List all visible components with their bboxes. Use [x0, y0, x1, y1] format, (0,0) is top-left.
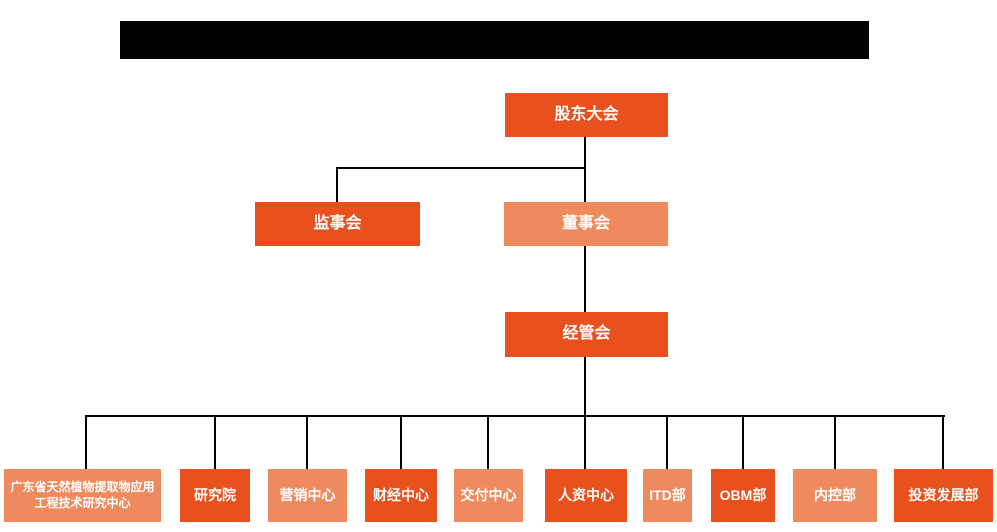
org-node-dept-finance-center: 财经中心 [365, 469, 437, 522]
org-node-label: 广东省天然植物提取物应用工程技术研究中心 [10, 479, 155, 510]
org-node-dept-investment-development: 投资发展部 [894, 469, 993, 522]
connector-drop-hr-center [584, 415, 586, 469]
org-node-management-committee: 经管会 [505, 312, 668, 357]
org-node-supervisory-board: 监事会 [255, 202, 420, 246]
connector-drop-itd-dept [666, 415, 668, 469]
connector-drop-investment-dept [942, 415, 944, 469]
org-node-dept-research-center: 广东省天然植物提取物应用工程技术研究中心 [4, 469, 161, 522]
connector-drop-obm-dept [742, 415, 744, 469]
connector-department-bus [85, 415, 945, 417]
org-node-dept-marketing-center: 营销中心 [268, 469, 347, 522]
org-node-label: 投资发展部 [908, 487, 979, 504]
org-node-label: 监事会 [313, 214, 362, 232]
connector-drop-research-institute [214, 415, 216, 469]
org-node-board-of-directors: 董事会 [504, 202, 668, 246]
org-node-dept-delivery-center: 交付中心 [454, 469, 523, 522]
org-node-dept-obm: OBM部 [711, 469, 775, 522]
connector-drop-finance-center [400, 415, 402, 469]
org-node-label: 交付中心 [460, 487, 517, 504]
connector-board-to-management [584, 246, 586, 312]
connector-drop-marketing-center [306, 415, 308, 469]
org-node-dept-research-institute: 研究院 [180, 469, 250, 522]
connector-branch-horizontal [336, 167, 586, 169]
connector-shareholders-down [584, 137, 586, 202]
org-node-dept-hr-center: 人资中心 [545, 469, 627, 522]
connector-drop-delivery-center [487, 415, 489, 469]
org-node-label: 董事会 [561, 214, 610, 232]
org-node-label: 人资中心 [558, 487, 614, 504]
connector-drop-internal-control-dept [834, 415, 836, 469]
org-node-dept-itd: ITD部 [643, 469, 692, 522]
connector-management-to-bus [584, 357, 586, 417]
org-node-label: 营销中心 [279, 487, 336, 504]
org-node-label: ITD部 [649, 487, 686, 504]
connector-branch-to-supervisory [336, 167, 338, 202]
org-node-label: OBM部 [719, 487, 767, 504]
org-node-label: 财经中心 [373, 487, 429, 504]
org-node-label: 内控部 [814, 487, 856, 504]
connector-drop-research-center [85, 415, 87, 469]
org-node-label: 经管会 [562, 325, 611, 343]
redacted-title-bar [120, 21, 869, 59]
org-node-dept-internal-control: 内控部 [793, 469, 877, 522]
org-node-label: 股东大会 [554, 105, 619, 123]
org-node-label: 研究院 [194, 487, 236, 504]
org-node-shareholders-meeting: 股东大会 [505, 93, 668, 137]
